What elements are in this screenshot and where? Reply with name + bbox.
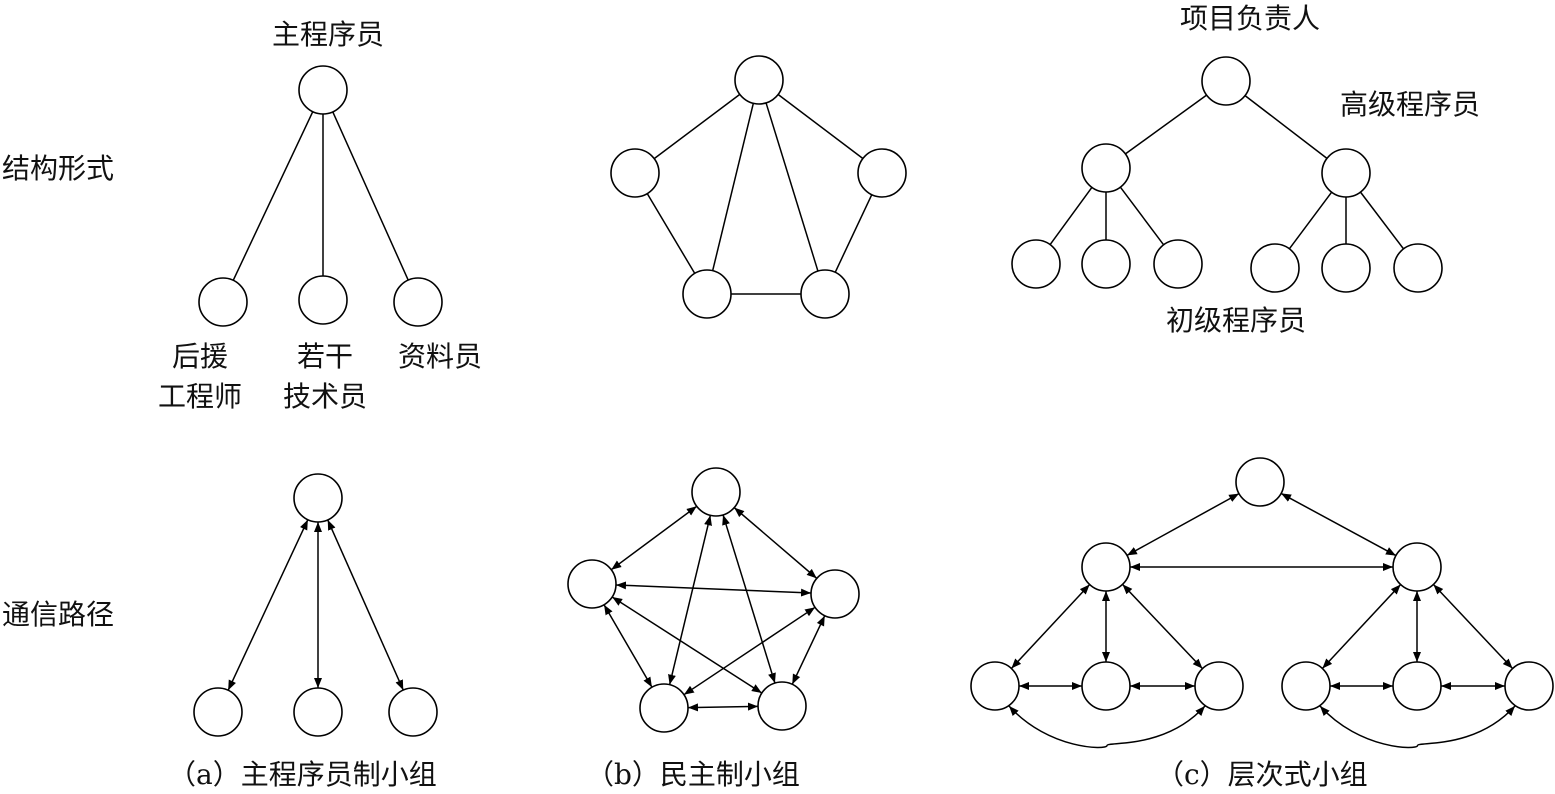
caption-c: （c）层次式小组 <box>1156 758 1368 791</box>
member-node <box>1153 239 1203 289</box>
senior-programmer-label: 高级程序员 <box>1340 88 1481 121</box>
structure-edge <box>1288 191 1333 250</box>
structure-edge <box>1049 186 1093 246</box>
structure-edge <box>765 102 819 272</box>
senior-right-comm-node <box>1392 542 1442 592</box>
member-node <box>610 148 660 198</box>
structure-edge <box>1119 186 1165 246</box>
member-node <box>1392 661 1442 711</box>
member-node <box>1250 243 1300 293</box>
senior-left-comm-node <box>1081 542 1131 592</box>
member-node <box>734 55 784 105</box>
member-node <box>810 569 860 619</box>
backup-engineer-label-line2: 工程师 <box>157 380 242 413</box>
chief-backup-comm-arrow <box>227 519 309 691</box>
member-node <box>1081 661 1131 711</box>
communication-arrow <box>1432 583 1514 670</box>
member-node <box>639 683 689 733</box>
row-label-structure: 结构形式 <box>2 152 115 185</box>
peer-comm-arrow <box>733 507 818 579</box>
junior-programmer-label: 初级程序员 <box>1166 304 1307 337</box>
chief-librarian-comm-arrow <box>327 519 404 691</box>
communication-arrow <box>1321 584 1402 669</box>
member-node <box>800 269 850 319</box>
member-node <box>682 269 732 319</box>
communication-arrow <box>1126 492 1240 557</box>
row-label-communication: 通信路径 <box>2 598 115 631</box>
left-junior-curve-arrow <box>1008 705 1206 749</box>
structure-edge <box>834 194 873 273</box>
senior-programmer-left-node <box>1081 143 1131 193</box>
peer-comm-arrow <box>683 606 816 696</box>
chief-programmer-comm-node <box>293 473 343 523</box>
member-node <box>1011 239 1061 289</box>
peer-comm-arrow <box>668 515 712 685</box>
technicians-label-line1: 若干 <box>296 340 353 373</box>
chief-to-librarian-edge <box>332 111 409 281</box>
technicians-label-line2: 技术员 <box>282 380 367 413</box>
backup-engineer-label-line1: 后援 <box>171 340 228 373</box>
structure-edge <box>653 93 741 160</box>
librarian-label: 资料员 <box>397 340 482 373</box>
member-node <box>857 148 907 198</box>
librarian-node <box>393 277 443 327</box>
chief-to-backup-edge <box>232 111 314 281</box>
peer-comm-arrow <box>610 505 698 571</box>
right-junior-curve-arrow <box>1319 705 1516 749</box>
structure-edge <box>1359 191 1405 250</box>
structure-edge <box>777 93 864 160</box>
structure-edge <box>646 193 696 274</box>
communication-arrow <box>1121 583 1204 670</box>
project-leader-label: 项目负责人 <box>1179 2 1320 35</box>
backup-engineer-node <box>198 277 248 327</box>
backup-engineer-comm-node <box>193 687 243 737</box>
communication-arrow <box>1010 584 1091 669</box>
communication-arrow <box>1280 492 1397 557</box>
peer-comm-arrow <box>791 615 826 685</box>
member-node <box>1281 661 1331 711</box>
technicians-node <box>298 275 348 325</box>
member-node <box>567 559 617 609</box>
chief-programmer-label: 主程序员 <box>271 18 384 51</box>
structure-edge <box>1124 94 1208 155</box>
librarian-comm-node <box>388 687 438 737</box>
structure-edge <box>1244 95 1328 159</box>
peer-comm-arrow <box>615 581 812 597</box>
member-node <box>1194 661 1244 711</box>
peer-comm-arrow <box>722 514 776 684</box>
member-node <box>1504 661 1554 711</box>
technicians-comm-node <box>293 687 343 737</box>
project-leader-comm-node <box>1235 457 1285 507</box>
member-node <box>970 661 1020 711</box>
member-node <box>1393 243 1443 293</box>
project-leader-node <box>1201 56 1251 106</box>
senior-programmer-right-node <box>1321 148 1371 198</box>
caption-b: （b）民主制小组 <box>586 758 800 791</box>
peer-comm-arrow <box>687 702 759 712</box>
chief-programmer-node <box>298 65 348 115</box>
member-node <box>757 681 807 731</box>
caption-a: （a）主程序员制小组 <box>168 758 437 791</box>
structure-edge <box>711 103 755 271</box>
member-node <box>691 467 741 517</box>
member-node <box>1321 243 1371 293</box>
member-node <box>1081 239 1131 289</box>
